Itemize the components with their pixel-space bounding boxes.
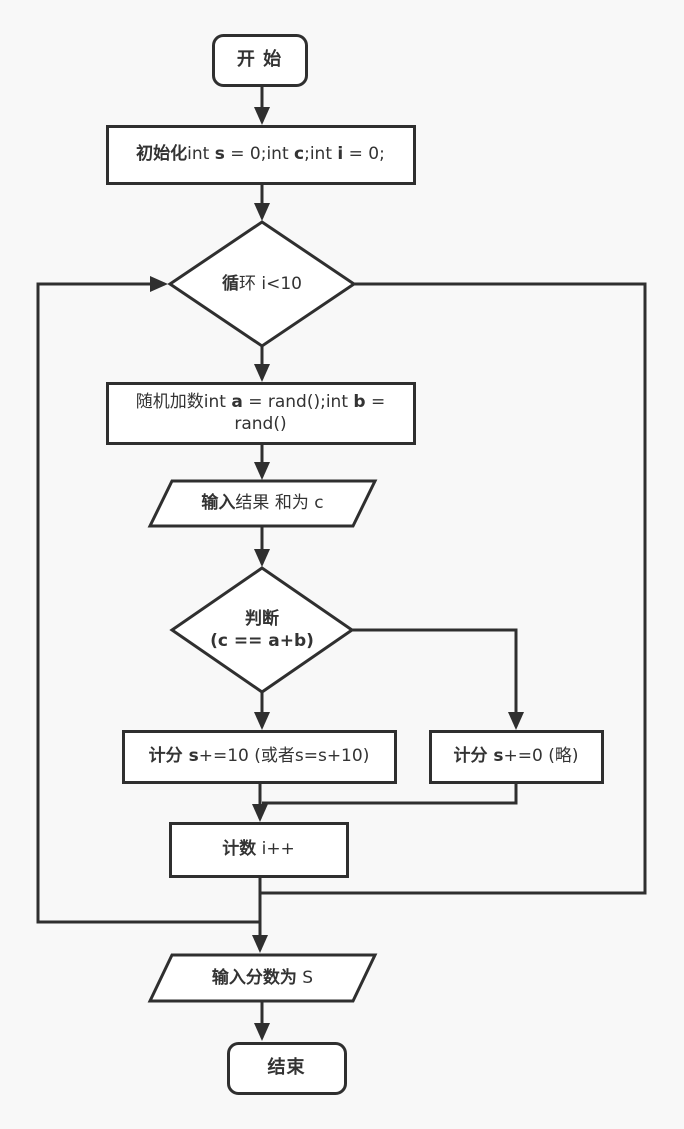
score-zero-process-shape bbox=[429, 730, 604, 784]
init-process-shape bbox=[106, 125, 416, 185]
loop-decision-shape bbox=[167, 220, 357, 348]
end-terminator-shape bbox=[227, 1042, 347, 1095]
output-score-io-shape bbox=[147, 953, 378, 1003]
random-add-process-shape bbox=[106, 382, 416, 445]
edge-decision-to-score-zero bbox=[352, 628, 524, 730]
start-terminator-shape bbox=[212, 34, 308, 87]
edge-loop-exit-to-output bbox=[252, 282, 647, 953]
count-process-shape bbox=[169, 822, 349, 878]
score-add-process-shape bbox=[122, 730, 397, 784]
input-result-io-shape bbox=[147, 479, 378, 528]
edge-score-zero-merge bbox=[262, 782, 518, 805]
decision-shape bbox=[169, 566, 355, 694]
